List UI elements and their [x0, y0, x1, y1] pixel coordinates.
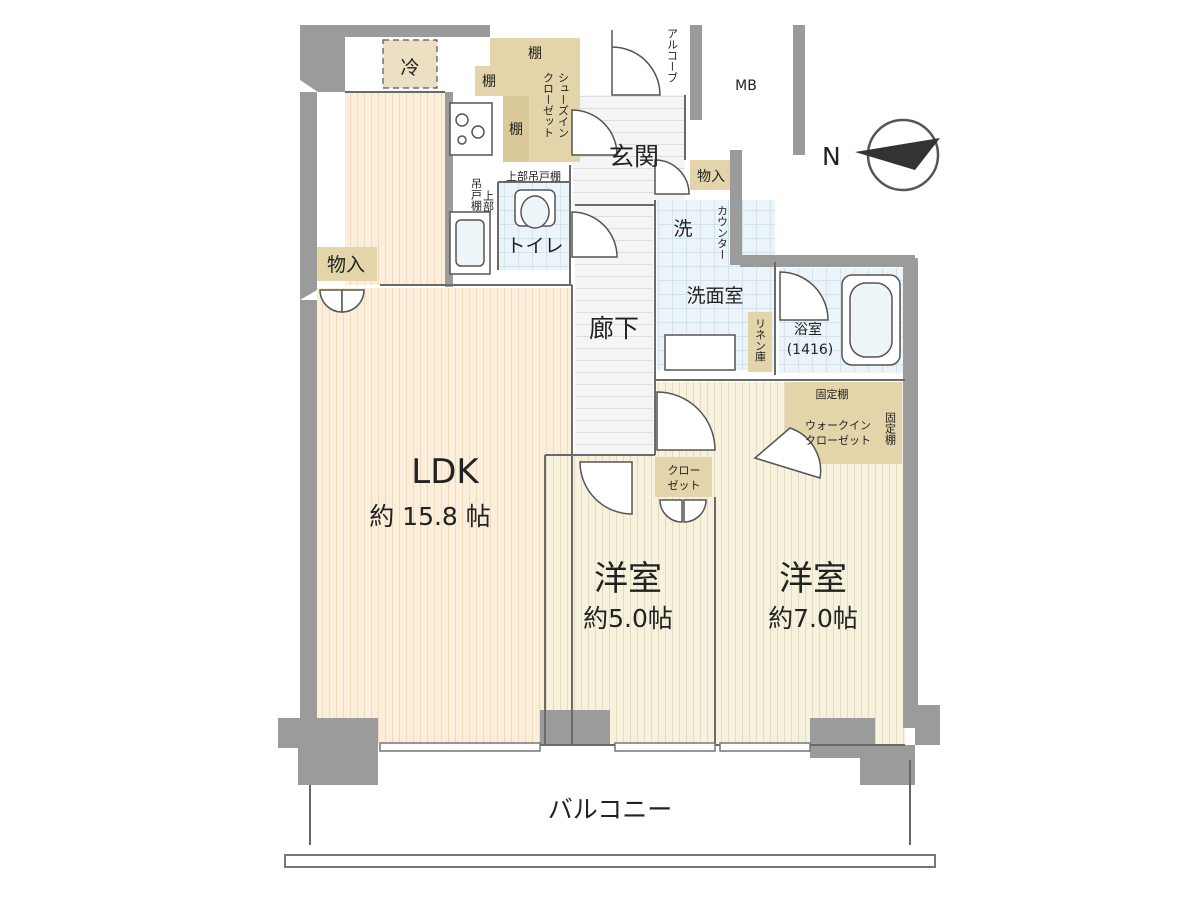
walk-in-label-1: ウォークイン — [805, 419, 871, 432]
shelf-top-area — [490, 38, 580, 66]
washer-label: 洗 — [673, 218, 692, 240]
wall-right-tip — [915, 705, 940, 745]
labels: LDK 約 15.8 帖 洋室 約5.0帖 洋室 約7.0帖 玄関 廊下 トイレ… — [327, 28, 897, 824]
door-storage-ldk-b — [341, 289, 365, 313]
storage-ldk-area — [315, 247, 377, 281]
wall-corner-se — [860, 745, 915, 785]
balcony — [284, 742, 936, 868]
closet-label-2: ゼット — [668, 479, 701, 492]
door-walkin — [753, 427, 822, 479]
storage-areas — [315, 38, 902, 497]
kitchen-hanging-label-1: 上部 — [482, 190, 495, 212]
walk-in-label-2: クローゼット — [805, 434, 871, 447]
door-toilet — [571, 109, 618, 156]
western2-size: 約7.0帖 — [768, 604, 858, 633]
window-ldk — [379, 742, 541, 752]
toilet-label: トイレ — [506, 235, 563, 257]
wall-bottom-ldk-l — [278, 718, 378, 748]
bath-size: (1416) — [787, 342, 834, 358]
linen-label: リネン庫 — [754, 318, 767, 363]
compass: N — [822, 118, 940, 192]
fridge-area — [382, 39, 438, 89]
doors — [319, 30, 829, 523]
wall-corner-sw — [298, 745, 378, 785]
window-western1 — [614, 742, 716, 752]
counter-label: カウンター — [716, 205, 729, 260]
shelf-mid-area — [503, 96, 529, 162]
wall-kitchen-mid — [445, 92, 453, 287]
washbasin — [664, 334, 736, 371]
wall-mb-left — [690, 25, 702, 120]
ldk-name: LDK — [411, 452, 480, 492]
balcony-railing — [284, 854, 936, 868]
fixed-shelf-side-label: 固定棚 — [884, 412, 897, 446]
balcony-floor — [310, 760, 910, 845]
closet-label-1: クロー — [668, 464, 701, 477]
door-bath — [779, 271, 829, 321]
wall-bottom-mid — [540, 710, 610, 745]
mb-label: MB — [735, 78, 757, 94]
wall-left — [300, 92, 317, 232]
shoe-closet-label-1: シューズイン — [557, 72, 570, 138]
window-western2 — [719, 742, 811, 752]
storage-entrance-area — [690, 160, 730, 190]
mb-floor — [700, 30, 793, 140]
wall-left-notch — [300, 232, 317, 300]
shoe-closet-label-2: クローゼット — [542, 72, 555, 138]
alcove-label: アルコーブ — [666, 28, 679, 83]
entrance-label: 玄関 — [609, 142, 659, 171]
ldk-floor — [317, 288, 572, 743]
door-closet-a — [659, 499, 683, 523]
ldk-size: 約 15.8 帖 — [369, 502, 491, 531]
shelf-top-label: 棚 — [528, 46, 542, 62]
door-closet-b — [683, 499, 707, 523]
storage-entrance-label: 物入 — [697, 169, 725, 185]
stove — [449, 102, 493, 156]
door-washroom — [654, 159, 690, 195]
fixtures — [449, 102, 901, 371]
balcony-label: バルコニー — [548, 795, 673, 824]
compass-label: N — [822, 142, 841, 171]
bath-name: 浴室 — [794, 321, 822, 338]
closet-area — [655, 457, 712, 497]
fridge-label: 冷 — [400, 57, 419, 79]
compass-needle — [855, 138, 940, 170]
wall-top-left — [300, 25, 490, 37]
kitchen-hanging-label-2: 吊戸棚 — [470, 178, 483, 212]
western2-name: 洋室 — [779, 559, 847, 599]
wall-entrance-right — [730, 150, 742, 265]
wall-right — [903, 258, 918, 728]
linen-area — [748, 312, 772, 372]
fixed-shelf-top-label: 固定棚 — [816, 387, 849, 401]
storage-ldk-label: 物入 — [327, 254, 365, 276]
hallway-label: 廊下 — [589, 314, 639, 343]
door-hallway — [571, 211, 618, 258]
door-entrance — [611, 30, 661, 96]
shelf-mid-label: 棚 — [509, 122, 523, 138]
wall-corner-nw — [300, 25, 345, 92]
wall-mb-right — [793, 25, 805, 155]
upper-hanging-shelf-label: 上部吊戸棚 — [506, 169, 561, 183]
walls — [278, 25, 940, 785]
wall-left-lower — [300, 300, 317, 720]
door-western1 — [579, 461, 633, 515]
door-western2 — [656, 391, 716, 451]
western1-name: 洋室 — [594, 559, 662, 599]
wall-washroom-top — [740, 255, 915, 267]
washroom-label: 洗面室 — [686, 285, 743, 307]
western1-size: 約5.0帖 — [583, 604, 673, 633]
shelf-left-label: 棚 — [482, 74, 496, 90]
shelf-left-area — [475, 66, 503, 96]
